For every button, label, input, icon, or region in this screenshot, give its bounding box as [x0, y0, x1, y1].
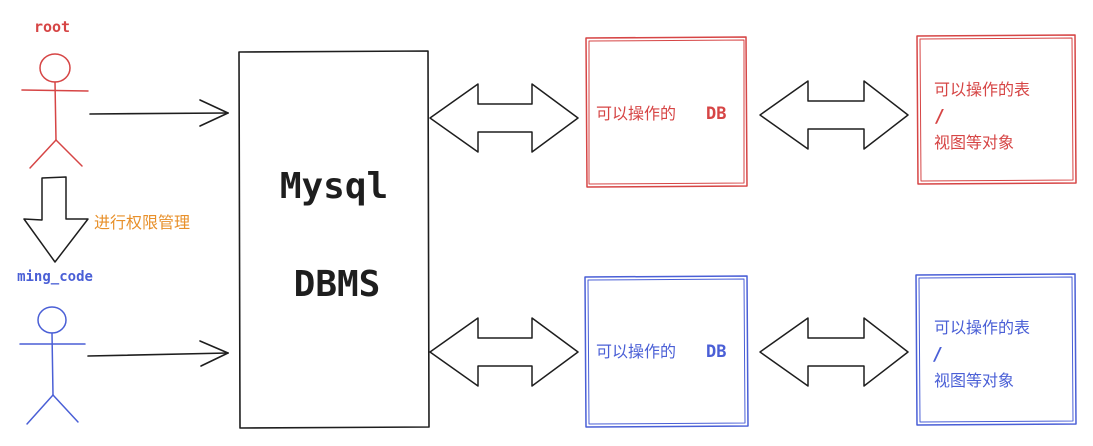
- table-box-red-slash: /: [934, 106, 945, 127]
- ming-code-label: ming_code: [17, 269, 93, 285]
- db-box-blue-db-label: DB: [706, 342, 726, 362]
- ming-code-user: ming_code: [17, 269, 93, 425]
- db-box-red-db-label: DB: [706, 104, 726, 124]
- table-box-red: 可以操作的表 / 视图等对象: [916, 34, 1077, 185]
- db-table-double-arrow-top: [759, 80, 909, 150]
- table-box-blue-line1: 可以操作的表: [934, 318, 1030, 337]
- root-to-dbms-arrow: [89, 99, 229, 127]
- table-box-blue: 可以操作的表 / 视图等对象: [915, 273, 1077, 426]
- root-body: [54, 81, 57, 141]
- dbms-db-double-arrow-top: [429, 83, 579, 153]
- db-box-red-text: 可以操作的: [596, 104, 676, 123]
- ming-code-right-leg: [52, 394, 79, 423]
- db-box-blue-text: 可以操作的: [596, 342, 676, 361]
- table-box-blue-line2: 视图等对象: [934, 371, 1014, 390]
- ming-code-head: [37, 306, 67, 334]
- root-label: root: [34, 18, 70, 36]
- root-right-leg: [55, 139, 83, 167]
- table-box-red-line2: 视图等对象: [934, 133, 1014, 152]
- dbms-db-double-arrow-bottom: [429, 317, 579, 387]
- hollow-down-arrow: [23, 176, 89, 263]
- db-box-blue: 可以操作的 DB: [584, 275, 749, 428]
- permission-note: 进行权限管理: [94, 213, 190, 232]
- db-table-double-arrow-bottom: [759, 317, 909, 387]
- dbms-line1: Mysql: [280, 166, 388, 207]
- dbms-box: [238, 50, 430, 429]
- table-box-blue-slash: /: [932, 344, 943, 365]
- root-arms: [21, 89, 89, 92]
- ming-code-to-dbms-arrow: [87, 340, 229, 367]
- ming-code-body: [51, 332, 54, 396]
- root-left-leg: [29, 139, 57, 169]
- dbms-line2: DBMS: [294, 264, 381, 305]
- table-box-red-line1: 可以操作的表: [934, 80, 1030, 99]
- db-box-red: 可以操作的 DB: [585, 36, 748, 188]
- root-user: root: [21, 18, 89, 169]
- root-head: [39, 53, 71, 83]
- ming-code-left-leg: [26, 394, 54, 425]
